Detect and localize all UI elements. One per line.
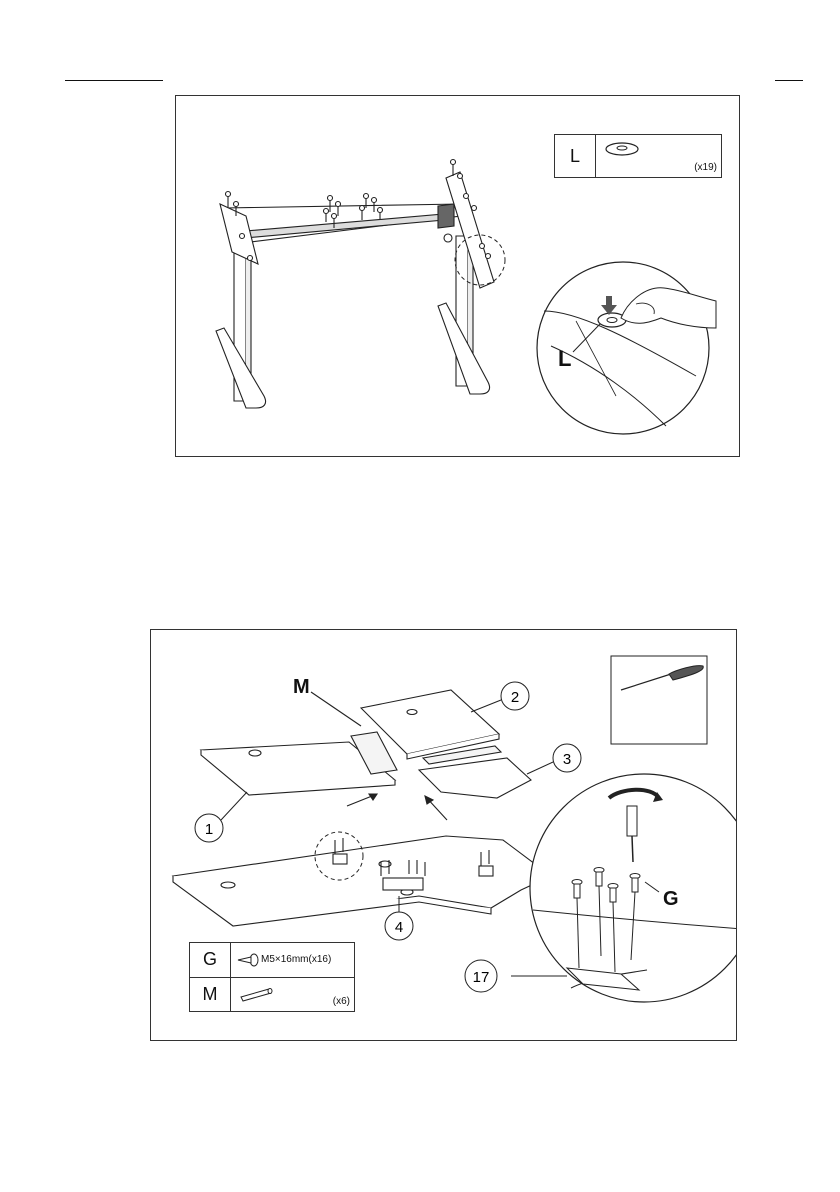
part-letter-g: G (190, 943, 231, 978)
header-rule-left (65, 80, 163, 81)
dowel-icon (237, 985, 277, 1003)
part-qty-l: (x19) (694, 162, 717, 173)
part-qty-m: (x6) (333, 996, 350, 1007)
label-m: M (293, 676, 310, 699)
parts-table-g-m: G M5×16mm(x16) M (x6) (189, 942, 355, 1012)
part-cell-dowel: (x6) (231, 977, 355, 1012)
callout-1: 1 (205, 821, 213, 838)
washer-icon (602, 138, 642, 160)
part-letter-m: M (190, 977, 231, 1012)
step-1-panel: L (x19) L (175, 95, 740, 457)
callout-2: 2 (511, 689, 519, 706)
part-cell-washer: (x19) (596, 135, 722, 178)
label-g: G (663, 888, 679, 911)
callout-17: 17 (473, 969, 490, 986)
part-letter-l: L (555, 135, 596, 178)
screw-detail-view (511, 774, 736, 1002)
part-spec-g: M5×16mm(x16) (261, 954, 331, 965)
screwdriver-tool-box (611, 656, 707, 744)
callout-4: 4 (395, 919, 403, 936)
callout-3: 3 (563, 751, 571, 768)
screw-icon (237, 953, 259, 967)
parts-table-l: L (x19) (554, 134, 722, 178)
step-2-panel: 1 2 3 4 17 M G G M5×16mm(x16) M (150, 629, 737, 1041)
header-rule-right (775, 80, 803, 81)
part-cell-screw: M5×16mm(x16) (231, 943, 355, 978)
callout-label-l: L (558, 346, 571, 372)
